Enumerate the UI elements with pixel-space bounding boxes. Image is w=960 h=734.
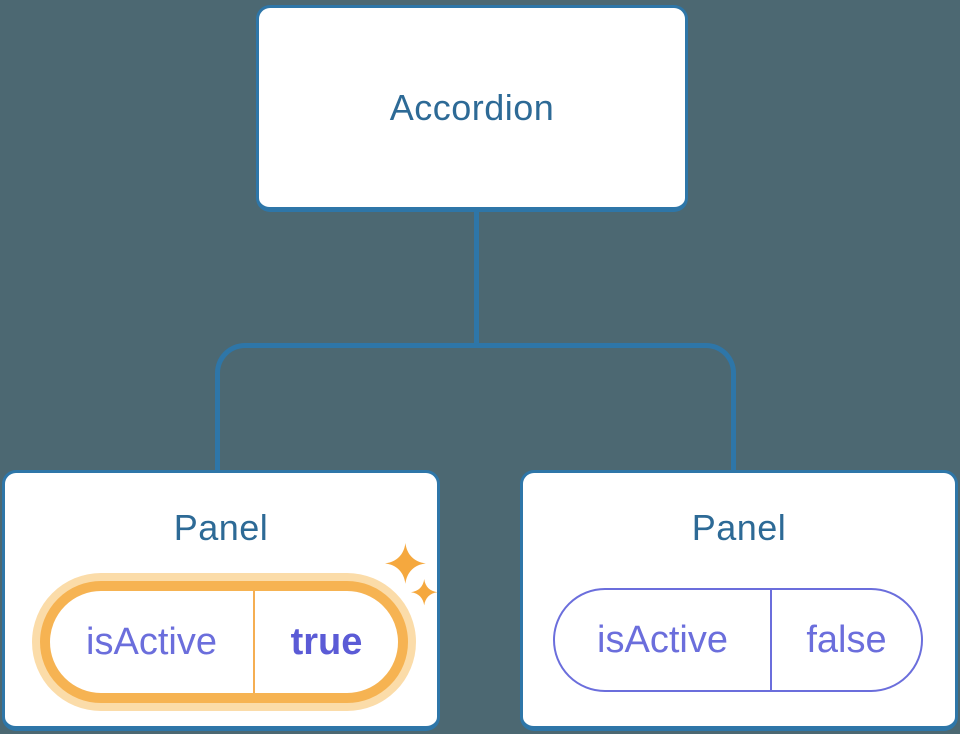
state-pill-value-cell: true bbox=[255, 591, 398, 693]
state-key-label: isActive bbox=[86, 620, 217, 663]
state-pill-active: isActive true bbox=[40, 581, 408, 703]
panel-title: Panel bbox=[691, 507, 787, 548]
state-value-label: true bbox=[290, 620, 363, 663]
accordion-node: Accordion bbox=[256, 5, 688, 212]
connector-branch-line bbox=[215, 343, 736, 471]
accordion-node-label: Accordion bbox=[389, 86, 555, 128]
state-pill-inactive: isActive false bbox=[553, 588, 923, 692]
state-pill-key-cell: isActive bbox=[555, 590, 772, 690]
sparkles-icon bbox=[385, 543, 438, 606]
panel-title: Panel bbox=[173, 507, 269, 548]
connector-trunk-line bbox=[474, 211, 479, 345]
state-key-label: isActive bbox=[597, 618, 728, 661]
state-pill-value-cell: false bbox=[772, 590, 921, 690]
state-pill-key-cell: isActive bbox=[50, 591, 255, 693]
state-value-label: false bbox=[806, 618, 887, 661]
